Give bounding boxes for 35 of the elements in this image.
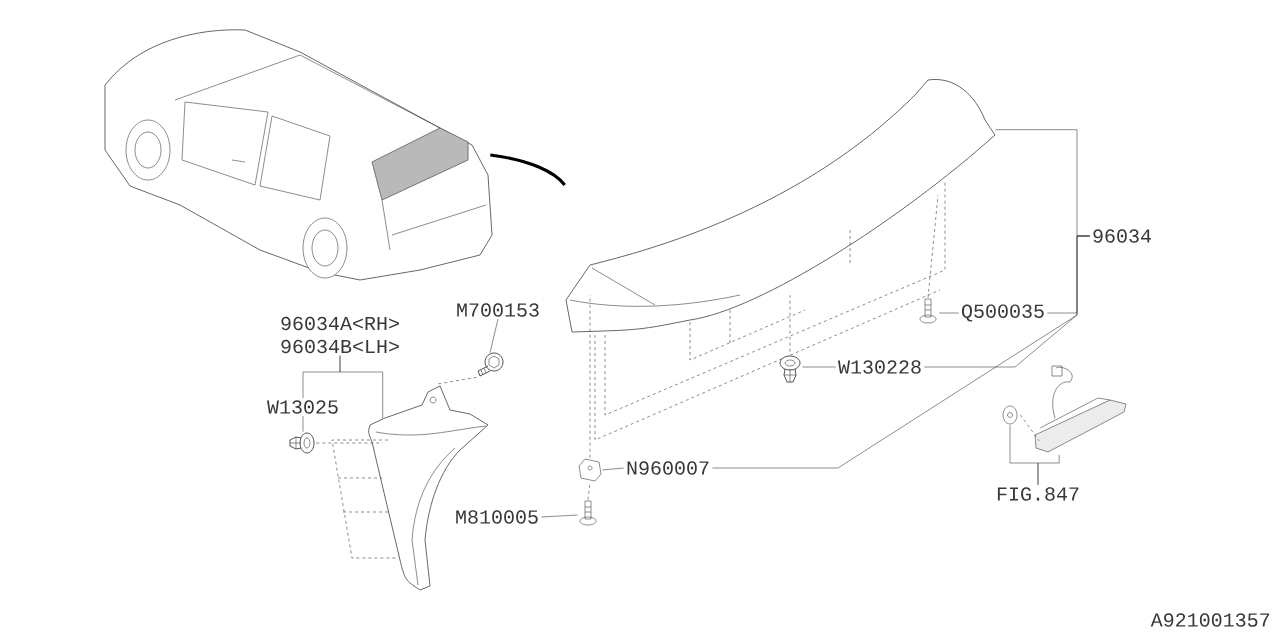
fastening-line [587, 482, 591, 500]
lamp-drawing [1034, 365, 1127, 453]
drawing-number: A921001357 [1150, 613, 1270, 627]
leader-line [602, 467, 624, 471]
leader-line [939, 312, 959, 314]
leader-line [541, 514, 578, 518]
fastening-line [1020, 414, 1040, 442]
fastening-line [435, 377, 477, 385]
figure-reference: FIG.847 [997, 487, 1079, 501]
vehicle-drawing [104, 29, 493, 281]
bolt-drawing [579, 500, 597, 526]
leader-line [489, 318, 499, 353]
fastening-line [316, 442, 383, 444]
bolt-drawing [477, 352, 504, 377]
fastening-line [927, 195, 939, 298]
leader-line [1009, 425, 1039, 486]
part-number: N960007 [627, 461, 709, 475]
screw-drawing [919, 298, 937, 324]
leader-line [712, 235, 1090, 469]
leader-line [802, 366, 836, 368]
part-number: 96034A<RH> 96034B<LH> [281, 316, 399, 354]
grommet-drawing [1002, 405, 1018, 425]
part-number: Q500035 [962, 304, 1044, 322]
nut-drawing [578, 458, 602, 482]
part-number: 96034 [1093, 229, 1151, 243]
part-number: M810005 [456, 510, 538, 524]
clip-drawing [289, 432, 315, 454]
part-number: M700153 [457, 303, 539, 317]
leader-line [302, 355, 341, 399]
fastening-line [789, 295, 791, 352]
fastening-line [589, 295, 591, 458]
leader-line [302, 415, 304, 432]
part-number: W13025 [267, 400, 338, 414]
part-number: W130228 [838, 360, 921, 374]
clip-drawing [779, 355, 801, 383]
